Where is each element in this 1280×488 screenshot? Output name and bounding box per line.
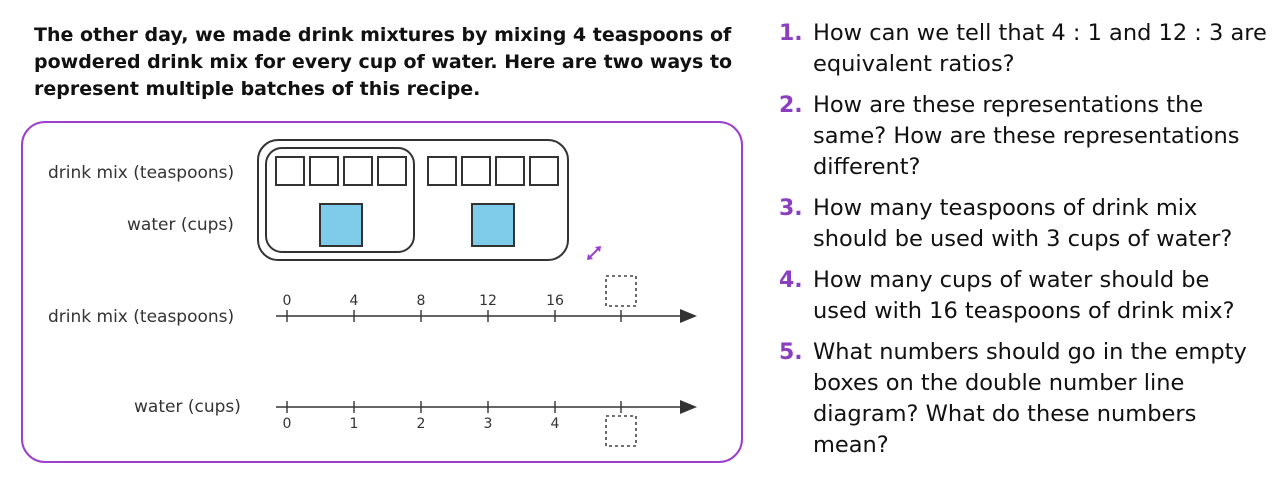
- empty-box-mix[interactable]: [605, 275, 637, 307]
- question-list: 1. How can we tell that 4 : 1 and 12 : 3…: [779, 18, 1269, 471]
- question-number: 3.: [779, 196, 803, 221]
- mix-unit-square: [427, 156, 457, 186]
- mix-unit-square: [529, 156, 559, 186]
- water-unit-square: [319, 203, 363, 247]
- question-text: How many cups of water should be used wi…: [813, 267, 1235, 324]
- tape-outer-frame: [257, 139, 569, 261]
- numberline-water-ticks: 0 1 2 3 4: [283, 401, 622, 432]
- water-tick-label: 0: [283, 416, 292, 432]
- water-tick-label: 2: [417, 416, 426, 432]
- mix-unit-square: [461, 156, 491, 186]
- mix-unit-square: [275, 156, 305, 186]
- mix-tick-label: 12: [479, 293, 497, 309]
- water-tick-label: 3: [484, 416, 493, 432]
- tape-label-water: water (cups): [127, 215, 234, 235]
- question-text: How many teaspoons of drink mix should b…: [813, 195, 1233, 252]
- mix-tick-label: 0: [283, 293, 292, 309]
- empty-box-water[interactable]: [605, 415, 637, 447]
- question-text: How are these representations the same? …: [813, 92, 1240, 180]
- mix-unit-square: [495, 156, 525, 186]
- resize-diagonal-icon[interactable]: [587, 246, 601, 260]
- question-text: How can we tell that 4 : 1 and 12 : 3 ar…: [813, 20, 1267, 77]
- diagram-card: [21, 121, 743, 463]
- mix-tick-label: 4: [350, 293, 359, 309]
- mix-unit-square: [343, 156, 373, 186]
- question-number: 1.: [779, 21, 803, 46]
- numberline-mix-arrow: [680, 309, 697, 323]
- question-item: 4. How many cups of water should be used…: [779, 265, 1269, 327]
- question-number: 4.: [779, 268, 803, 293]
- question-item: 1. How can we tell that 4 : 1 and 12 : 3…: [779, 18, 1269, 80]
- question-item: 5. What numbers should go in the empty b…: [779, 337, 1269, 461]
- tape-label-mix: drink mix (teaspoons): [48, 163, 234, 183]
- mix-tick-label: 16: [546, 293, 564, 309]
- numberline-label-water: water (cups): [134, 397, 241, 417]
- question-number: 2.: [779, 93, 803, 118]
- numberline-water-arrow: [680, 400, 697, 414]
- numberline-mix-ticks: 0 4 8 12 16: [283, 293, 622, 322]
- water-unit-square: [471, 203, 515, 247]
- question-item: 3. How many teaspoons of drink mix shoul…: [779, 193, 1269, 255]
- mix-tick-label: 8: [417, 293, 426, 309]
- numberline-label-mix: drink mix (teaspoons): [48, 307, 234, 327]
- tape-batch-1-frame: [265, 147, 415, 253]
- mix-unit-square: [377, 156, 407, 186]
- water-tick-label: 4: [551, 416, 560, 432]
- mix-unit-square: [309, 156, 339, 186]
- water-tick-label: 1: [350, 416, 359, 432]
- intro-text: The other day, we made drink mixtures by…: [34, 24, 733, 100]
- tape-squares: [275, 156, 559, 247]
- ratio-diagram: drink mix (teaspoons) water (cups) drink…: [48, 139, 697, 447]
- question-text: What numbers should go in the empty boxe…: [813, 339, 1247, 458]
- question-item: 2. How are these representations the sam…: [779, 90, 1269, 183]
- question-number: 5.: [779, 340, 803, 365]
